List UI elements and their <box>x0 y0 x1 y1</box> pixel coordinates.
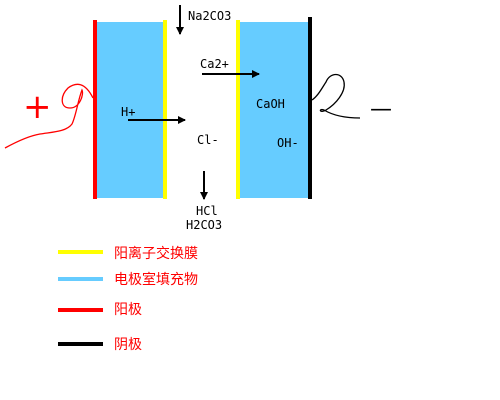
calcium-ion-label: Ca2+ <box>200 57 229 71</box>
legend-label-filler: 电极室填充物 <box>114 271 198 288</box>
anode-chamber-filler <box>95 22 165 198</box>
feed-in-label: Na2CO3 <box>188 9 231 23</box>
legend: 阳离子交换膜 电极室填充物 阳极 阴极 <box>58 245 198 353</box>
legend-label-cathode: 阴极 <box>114 337 142 353</box>
cathode-wire-scribble <box>311 73 361 119</box>
product-label-h2co3: H2CO3 <box>186 218 222 232</box>
cathode-solid-label: CaOH <box>256 97 285 111</box>
product-label-hcl: HCl <box>196 204 218 218</box>
cathode-chamber-filler <box>238 22 310 198</box>
legend-label-membrane: 阳离子交换膜 <box>114 245 198 262</box>
plus-sign: + <box>23 87 52 127</box>
legend-label-anode: 阳极 <box>114 302 142 318</box>
hydroxide-label: OH- <box>277 136 299 150</box>
chloride-label: Cl- <box>197 133 219 147</box>
anode-wire-scribble <box>4 83 94 149</box>
minus-sign: — <box>370 97 392 122</box>
proton-label: H+ <box>121 105 135 119</box>
